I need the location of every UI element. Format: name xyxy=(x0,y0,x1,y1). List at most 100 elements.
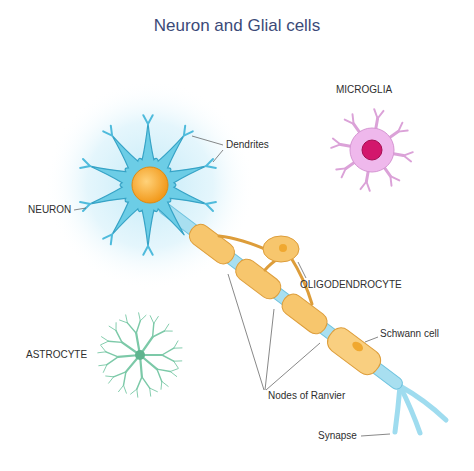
microglia-process xyxy=(336,168,346,169)
astrocyte-process xyxy=(139,313,141,321)
myelin-sheath xyxy=(232,255,285,303)
astrocyte-process xyxy=(101,341,109,345)
microglia-process xyxy=(333,139,341,145)
myelin-sheath xyxy=(278,290,331,338)
cell-label: MICROGLIA xyxy=(336,84,392,96)
diagram-title: Neuron and Glial cells xyxy=(0,16,474,36)
astrocyte-process xyxy=(153,323,154,337)
astrocyte-process xyxy=(124,372,126,385)
dendrite-fork xyxy=(206,202,216,211)
cell-label: ASTROCYTE xyxy=(26,349,87,361)
axon-terminal xyxy=(395,386,446,433)
dendrite-fork xyxy=(80,202,90,211)
neuron-glow xyxy=(45,80,255,290)
dendrite-fork xyxy=(103,126,112,136)
microglia-process xyxy=(398,131,408,132)
astrocyte-process xyxy=(98,352,106,353)
astrocyte-process xyxy=(103,365,107,373)
astrocyte-process xyxy=(116,323,117,331)
astrocyte-process xyxy=(137,389,138,397)
astrocyte-process xyxy=(119,385,124,391)
oligodendrocyte xyxy=(219,236,312,304)
leader-line xyxy=(361,434,390,436)
astrocyte-process xyxy=(101,346,106,352)
part-label: Dendrites xyxy=(226,139,269,151)
leader-line xyxy=(192,136,223,145)
cell-label: OLIGODENDROCYTE xyxy=(300,279,402,291)
dendrite-fork xyxy=(143,115,152,124)
soma xyxy=(89,123,207,247)
astrocyte-process xyxy=(107,357,118,365)
astrocyte-process xyxy=(170,369,178,372)
microglia-process xyxy=(378,111,384,119)
astrocyte-process xyxy=(109,326,116,330)
schwann-nucleus xyxy=(350,340,364,354)
leader-line xyxy=(298,262,306,278)
axon-shaft xyxy=(156,200,404,391)
microglia-process xyxy=(374,109,377,118)
astrocyte-process xyxy=(102,337,109,342)
astrocyte-process xyxy=(174,341,178,348)
microglia-nucleus xyxy=(362,140,382,160)
leader-line xyxy=(228,274,264,390)
astrocyte-process xyxy=(154,317,159,324)
astrocyte-process xyxy=(150,388,151,396)
microglia-process xyxy=(404,156,412,162)
neuron-nucleus xyxy=(132,167,168,203)
schwann-cell xyxy=(323,323,385,379)
astrocyte xyxy=(98,313,182,397)
astrocyte-process xyxy=(136,321,140,334)
astrocyte-process xyxy=(174,347,182,348)
astrocyte-process xyxy=(109,377,114,383)
astrocyte-process xyxy=(150,388,158,392)
astrocyte-process xyxy=(114,372,126,377)
astrocyte-process xyxy=(127,323,136,333)
part-label: Nodes of Ranvier xyxy=(268,390,345,402)
dendrite-fork xyxy=(103,234,112,244)
part-label: Synapse xyxy=(318,430,357,442)
leader-line xyxy=(266,343,320,390)
microglia-process xyxy=(331,144,340,147)
myelin-sheath xyxy=(185,220,238,268)
astrocyte-process xyxy=(142,377,150,388)
astrocyte-process xyxy=(162,381,168,386)
leader-line xyxy=(74,208,86,210)
dendrite-fork xyxy=(80,159,90,168)
neuron-body xyxy=(80,115,216,255)
astrocyte-process xyxy=(164,324,168,331)
astrocyte-body xyxy=(135,350,145,360)
leader-line xyxy=(213,150,223,162)
astrocyte-process xyxy=(99,365,107,366)
cell-label: NEURON xyxy=(28,204,71,216)
astrocyte-process xyxy=(126,315,128,323)
dendrite-fork xyxy=(184,126,193,136)
leader-line xyxy=(265,309,274,390)
terminal-branch xyxy=(395,386,400,432)
astrocyte-process xyxy=(162,355,174,361)
astrocyte-process xyxy=(153,331,165,337)
astrocyte-process xyxy=(157,369,162,381)
astrocyte-process xyxy=(108,341,122,342)
terminal-branch xyxy=(400,386,446,420)
oligodendrocyte-body xyxy=(263,236,299,262)
astrocyte-process xyxy=(106,352,118,357)
axon xyxy=(152,195,409,398)
astrocyte-process xyxy=(161,381,163,389)
dendrite-fork xyxy=(143,246,152,255)
astrocyte-process xyxy=(137,377,142,389)
astrocyte-process xyxy=(124,385,127,393)
microglia-process xyxy=(366,182,369,191)
astrocyte-process xyxy=(106,376,114,378)
astrocyte-process xyxy=(174,360,182,361)
astrocyte-process xyxy=(174,361,178,368)
astrocyte-process xyxy=(116,331,122,343)
microglia-body xyxy=(350,128,394,172)
microglia-process xyxy=(404,152,413,155)
astrocyte-process xyxy=(162,348,174,355)
microglia-process xyxy=(361,182,367,190)
astrocyte-process xyxy=(131,389,137,394)
oligo-nucleus xyxy=(279,244,287,252)
leader-line xyxy=(365,337,378,342)
